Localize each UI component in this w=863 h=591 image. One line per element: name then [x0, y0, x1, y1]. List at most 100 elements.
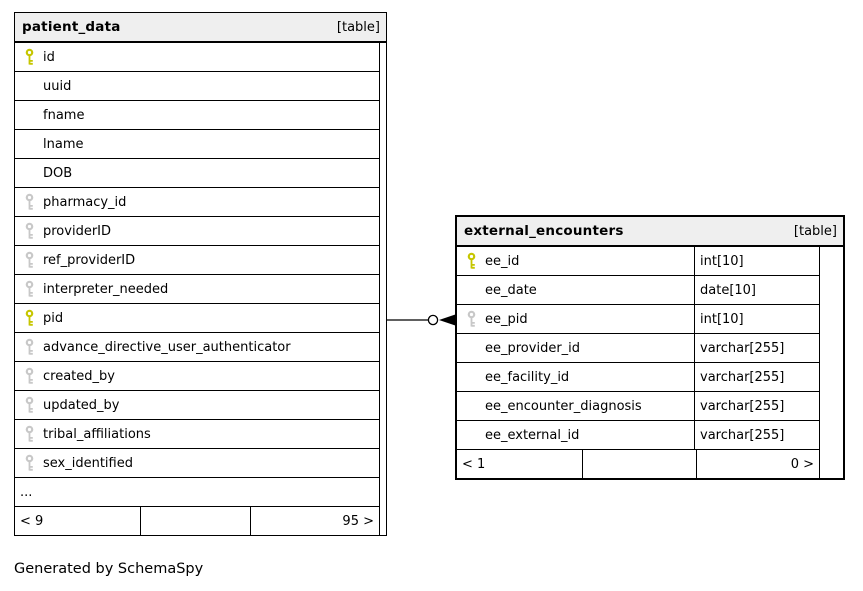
column-name: ee_external_id: [485, 427, 580, 443]
column-name-cell: created_by: [15, 362, 379, 390]
column-row: sex_identified: [15, 449, 379, 478]
column-row: ref_providerID: [15, 246, 379, 275]
column-row: tribal_affiliations: [15, 420, 379, 449]
paging-middle: [583, 450, 697, 478]
column-row: ee_encounter_diagnosis varchar[255]: [457, 392, 819, 421]
column-type: varchar[255]: [694, 363, 819, 391]
column-name: ee_date: [485, 282, 537, 298]
column-row: providerID: [15, 217, 379, 246]
table-type-badge: [table]: [793, 223, 837, 239]
index-key-icon: [25, 193, 34, 210]
column-name: ee_pid: [485, 311, 528, 327]
column-name: uuid: [43, 78, 72, 94]
column-row: ee_external_id varchar[255]: [457, 421, 819, 450]
column-name: pharmacy_id: [43, 194, 127, 210]
table-right-spacer: [819, 247, 843, 478]
column-row: lname: [15, 130, 379, 159]
column-name-cell: providerID: [15, 217, 379, 245]
table-header-external_encounters[interactable]: external_encounters [table]: [457, 217, 843, 247]
column-name: DOB: [43, 165, 73, 181]
column-name-cell: ee_provider_id: [457, 334, 694, 362]
column-name-cell: lname: [15, 130, 379, 158]
column-row: updated_by: [15, 391, 379, 420]
column-name-cell: interpreter_needed: [15, 275, 379, 303]
column-name: providerID: [43, 223, 112, 239]
paging-left: < 1: [457, 450, 583, 478]
index-key-icon: [467, 310, 476, 327]
column-name-cell: id: [15, 43, 379, 71]
table-header-patient_data[interactable]: patient_data [table]: [15, 13, 386, 43]
column-row: ee_facility_id varchar[255]: [457, 363, 819, 392]
column-type: int[10]: [694, 247, 819, 275]
primary-key-icon: [25, 309, 34, 326]
column-name: fname: [43, 107, 85, 123]
column-name: ee_encounter_diagnosis: [485, 398, 642, 414]
index-key-icon: [25, 367, 34, 384]
open-circle-icon: [427, 314, 439, 326]
column-name: ref_providerID: [43, 252, 136, 268]
column-name: advance_directive_user_authenticator: [43, 339, 291, 355]
column-row: uuid: [15, 72, 379, 101]
column-name: lname: [43, 136, 84, 152]
primary-key-icon: [467, 252, 476, 269]
column-name-cell: updated_by: [15, 391, 379, 419]
index-key-icon: [25, 251, 34, 268]
truncated-columns-indicator: ...: [15, 478, 379, 507]
column-name: ee_facility_id: [485, 369, 570, 385]
table-type-badge: [table]: [336, 19, 380, 35]
column-name-cell: ee_external_id: [457, 421, 694, 449]
schemaspy-credit: Generated by SchemaSpy: [14, 561, 204, 577]
column-name: ee_id: [485, 253, 520, 269]
column-name-cell: ee_encounter_diagnosis: [457, 392, 694, 420]
column-name: id: [43, 49, 55, 65]
primary-key-icon: [25, 48, 34, 65]
column-row: ee_pid int[10]: [457, 305, 819, 334]
index-key-icon: [25, 222, 34, 239]
column-name: created_by: [43, 368, 115, 384]
column-type: int[10]: [694, 305, 819, 333]
column-name: pid: [43, 310, 64, 326]
column-name-cell: ref_providerID: [15, 246, 379, 274]
column-name: interpreter_needed: [43, 281, 169, 297]
column-row: DOB: [15, 159, 379, 188]
column-name-cell: ee_date: [457, 276, 694, 304]
solid-arrowhead-icon: [439, 314, 456, 326]
paging-right: 0 >: [790, 456, 814, 472]
column-name-cell: DOB: [15, 159, 379, 187]
relationship-connector: [386, 314, 456, 326]
index-key-icon: [25, 454, 34, 471]
column-name-cell: pharmacy_id: [15, 188, 379, 216]
index-key-icon: [25, 338, 34, 355]
index-key-icon: [25, 396, 34, 413]
column-type: varchar[255]: [694, 392, 819, 420]
column-name-cell: uuid: [15, 72, 379, 100]
table-name: external_encounters: [464, 223, 624, 239]
column-type: varchar[255]: [694, 334, 819, 362]
column-row: advance_directive_user_authenticator: [15, 333, 379, 362]
column-row: interpreter_needed: [15, 275, 379, 304]
paging-left: < 9: [15, 507, 141, 535]
column-name: tribal_affiliations: [43, 426, 151, 442]
column-name-cell: fname: [15, 101, 379, 129]
column-row: pharmacy_id: [15, 188, 379, 217]
column-name: sex_identified: [43, 455, 133, 471]
column-row: pid: [15, 304, 379, 333]
paging-row: < 1 0 >: [457, 450, 819, 478]
table-right-spacer: [379, 43, 386, 535]
column-row: fname: [15, 101, 379, 130]
column-name-cell: pid: [15, 304, 379, 332]
index-key-icon: [25, 280, 34, 297]
table-name: patient_data: [22, 19, 121, 35]
column-row: ee_id int[10]: [457, 247, 819, 276]
column-row: id: [15, 43, 379, 72]
column-type: varchar[255]: [694, 421, 819, 449]
column-name-cell: ee_pid: [457, 305, 694, 333]
index-key-icon: [25, 425, 34, 442]
